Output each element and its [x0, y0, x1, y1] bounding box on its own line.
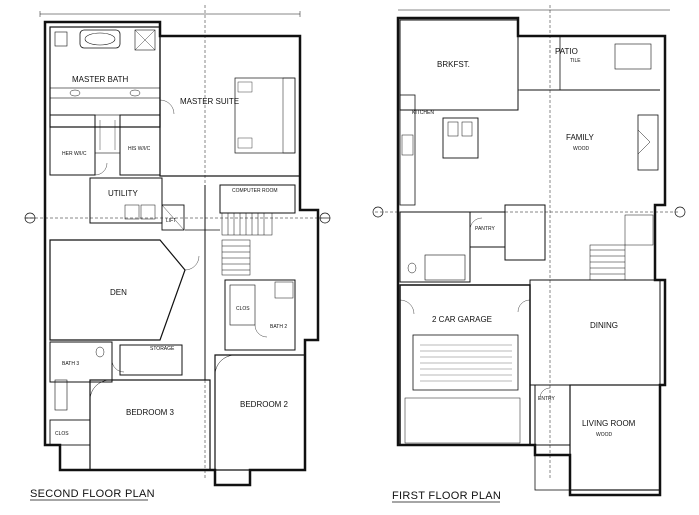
closet-3-walls	[49, 419, 91, 446]
label-bath2: BATH 2	[270, 324, 287, 330]
label-brkfst: BRKFST.	[437, 60, 470, 69]
kitchen-island	[442, 117, 479, 159]
label-family-wood: WOOD	[573, 146, 589, 152]
second-floor-plan	[24, 5, 331, 487]
label-bedroom2: BEDROOM 2	[240, 400, 289, 409]
label-utility: UTILITY	[108, 189, 138, 198]
vanity-counter	[49, 87, 161, 99]
first-floor-title: FIRST FLOOR PLAN	[392, 490, 501, 502]
her-wic-walls	[49, 114, 96, 176]
bedroom3-walls	[89, 379, 211, 471]
second-floor-title: SECOND FLOOR PLAN	[30, 488, 155, 500]
first-door-swings	[399, 217, 551, 399]
bath2-walls	[224, 279, 296, 351]
lift-walls	[161, 204, 185, 231]
master-bed	[234, 77, 296, 154]
section-markers	[24, 212, 331, 224]
entry-walls	[534, 384, 571, 446]
label-patio: PATIO	[555, 47, 578, 56]
fireplace	[637, 114, 659, 171]
laundry-walls	[504, 204, 546, 261]
master-suite-walls	[159, 35, 301, 177]
closet-2-walls	[229, 284, 256, 326]
label-pantry: PANTRY	[475, 226, 495, 232]
first-floor-plan	[372, 5, 686, 497]
label-computer-room: COMPUTER ROOM	[232, 188, 278, 194]
door-swings	[94, 99, 268, 373]
label-living-wood: WOOD	[596, 432, 612, 438]
label-dining: DINING	[590, 321, 618, 330]
dining-walls	[529, 279, 661, 386]
living-room-walls	[569, 384, 661, 491]
first-floor-labels: BRKFST. PATIO TILE KITCHEN FAMILY WOOD P…	[392, 47, 636, 503]
label-his-wic: HIS W/I/C	[128, 146, 151, 152]
label-entry: ENTRY	[538, 396, 556, 402]
first-top-dimension-line	[372, 5, 686, 480]
porch-walls	[534, 444, 571, 491]
storage-walls	[119, 344, 183, 376]
label-clos-2: CLOS	[236, 306, 250, 312]
first-floor-stairs	[589, 214, 654, 281]
label-kitchen: KITCHEN	[412, 110, 434, 116]
kitchen-counter	[399, 94, 416, 206]
toilet-fixture	[54, 31, 68, 47]
label-family: FAMILY	[566, 133, 595, 142]
label-patio-tile: TILE	[570, 58, 581, 64]
second-floor-stairs	[221, 212, 273, 276]
label-master-suite: MASTER SUITE	[180, 97, 239, 106]
breakfast-walls	[399, 19, 519, 111]
label-lift: LIFT	[166, 218, 176, 224]
label-clos-1: CLOS	[55, 431, 69, 437]
utility-walls	[89, 177, 163, 224]
powder-walls	[399, 211, 471, 283]
garage-notes-box	[412, 334, 519, 391]
label-garage: 2 CAR GARAGE	[432, 315, 492, 324]
second-floor-exterior-wall	[43, 20, 320, 487]
his-wic-walls	[119, 114, 161, 176]
label-den: DEN	[110, 288, 127, 297]
patio-walls	[518, 35, 561, 91]
garage-walls	[399, 284, 531, 446]
shower-fixture	[134, 29, 156, 51]
label-living: LIVING ROOM	[582, 419, 636, 428]
second-floor-labels: MASTER BATH MASTER SUITE HER W/I/C HIS W…	[30, 75, 289, 501]
label-bath3: BATH 3	[62, 361, 79, 367]
label-storage: STORAGE	[150, 346, 175, 352]
label-master-bath: MASTER BATH	[72, 75, 129, 84]
bedroom2-walls	[214, 354, 306, 471]
label-her-wic: HER W/I/C	[62, 151, 87, 157]
label-bedroom3: BEDROOM 3	[126, 408, 175, 417]
bathtub-fixture	[79, 29, 121, 49]
den-walls	[49, 239, 186, 341]
